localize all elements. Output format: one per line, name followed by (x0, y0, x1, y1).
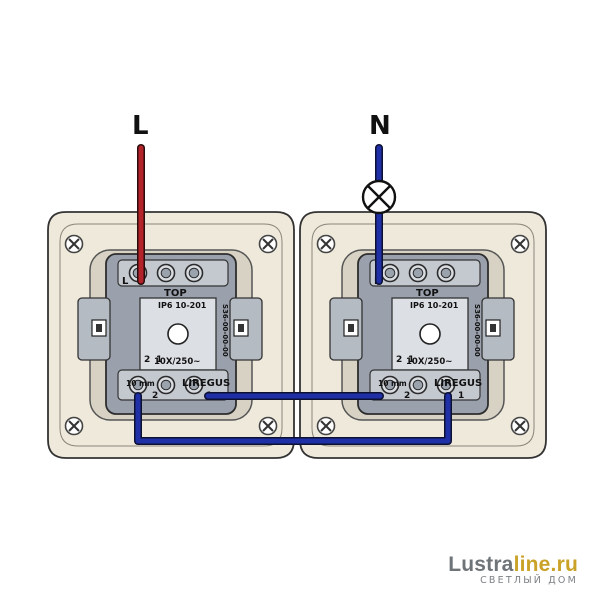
module-2-model: IP6 10-201 (410, 301, 459, 310)
module-2-top-label: TOP (416, 288, 439, 299)
switch-module-2: L TOP IP6 10-201 2 1 10X/250~ 10 mm LIRE… (299, 211, 547, 459)
line-label: L (132, 111, 149, 141)
module-1-top-label: TOP (164, 288, 187, 299)
module-1-bottom-2: 2 (152, 391, 158, 401)
module-2-bottom-1: 1 (458, 391, 464, 401)
module-1-model: IP6 10-201 (158, 301, 207, 310)
module-1-side-code: S36-00-00-00 (221, 304, 229, 357)
module-1-rating: 10X/250~ (154, 357, 200, 367)
module-2-rating: 10X/250~ (406, 357, 452, 367)
module-2-side-code: S36-00-00-00 (473, 304, 481, 357)
module-1-length: 10 mm (126, 379, 155, 388)
module-2-bottom-2: 2 (404, 391, 410, 401)
switch-module-1: L TOP IP6 10-201 2 1 10X/250~ 10 mm LIRE… (47, 211, 295, 459)
module-2-terminal-2: 2 (396, 355, 402, 365)
module-2-brand: LIREGUS (434, 378, 482, 389)
module-1-terminal-1: 1 (156, 355, 162, 365)
wires (134, 144, 452, 445)
module-1-brand: LIREGUS (182, 378, 230, 389)
lamp-icon (361, 179, 397, 215)
watermark-tagline: СВЕТЛЫЙ ДОМ (480, 575, 578, 586)
watermark-brand: Lustraline.ru (448, 553, 578, 576)
module-2-terminal-1: 1 (408, 355, 414, 365)
watermark: Lustraline.ru СВЕТЛЫЙ ДОМ (448, 553, 578, 586)
module-1-terminal-2: 2 (144, 355, 150, 365)
module-2-length: 10 mm (378, 379, 407, 388)
neutral-label: N (369, 111, 391, 141)
module-1-terminal-l: L (122, 276, 129, 287)
